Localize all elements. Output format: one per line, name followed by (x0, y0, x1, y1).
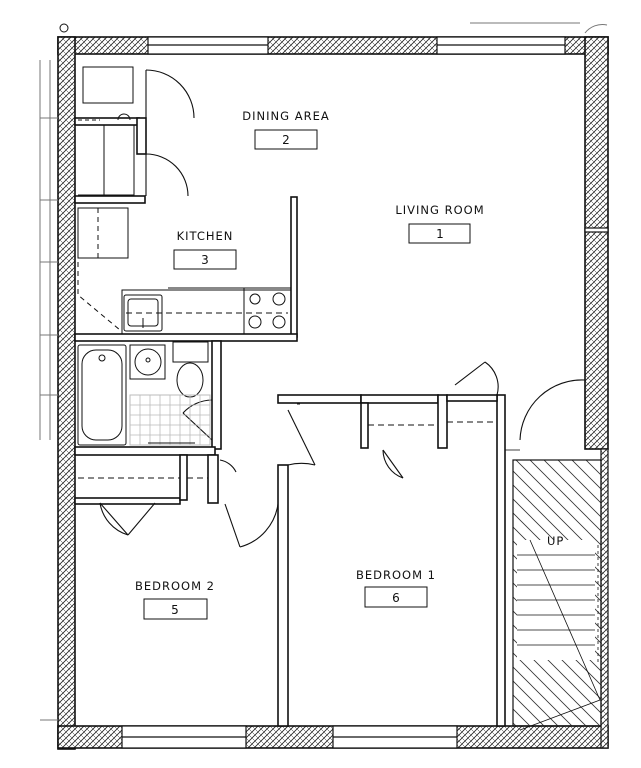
doors (99, 69, 586, 548)
adjacent-building-lines (39, 22, 608, 721)
room-name-bedroom-2: BEDROOM 2 (135, 579, 215, 593)
room-name-bedroom-1: BEDROOM 1 (356, 568, 436, 582)
closet-shelves (78, 403, 497, 479)
kitchen-fixtures (77, 207, 292, 335)
room-name-kitchen: KITCHEN (177, 229, 234, 243)
room-name-dining: DINING AREA (242, 109, 329, 123)
room-name-living: LIVING ROOM (395, 203, 484, 217)
room-bedroom-2: BEDROOM 2 5 (135, 579, 215, 620)
room-number-box (143, 598, 208, 620)
room-number-living: 1 (436, 227, 444, 241)
room-number-box (173, 249, 237, 270)
interior-walls (74, 117, 506, 727)
room-number-dining: 2 (282, 133, 290, 147)
room-kitchen: KITCHEN 3 (173, 229, 237, 270)
room-number-kitchen: 3 (201, 253, 209, 267)
stair-up-label: UP (547, 534, 564, 548)
dining-fixtures (78, 66, 135, 196)
stair: UP (505, 449, 602, 731)
room-living: LIVING ROOM 1 (395, 203, 484, 244)
room-number-box (408, 223, 471, 244)
room-number-bedroom-1: 6 (392, 591, 400, 605)
bathroom-fixtures (77, 341, 211, 446)
room-number-box (364, 586, 428, 608)
room-number-bedroom-2: 5 (171, 603, 179, 617)
room-number-box (254, 129, 318, 150)
room-bedroom-1: BEDROOM 1 6 (356, 568, 436, 608)
room-dining: DINING AREA 2 (242, 109, 329, 150)
windows (121, 36, 609, 749)
